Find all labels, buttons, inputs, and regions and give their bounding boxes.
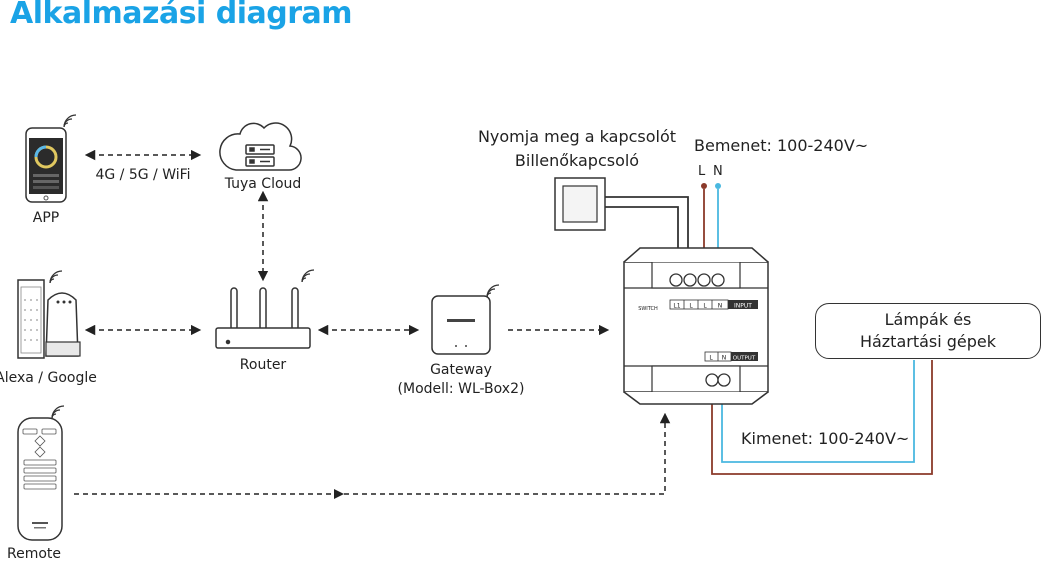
gateway-icon <box>431 295 491 355</box>
phone-wifi-icon <box>63 114 77 128</box>
app-label: APP <box>32 210 60 226</box>
gateway-model-label: (Modell: WL-Box2) <box>397 381 525 397</box>
router-wifi-icon <box>301 269 315 283</box>
cloud-icon <box>219 122 302 171</box>
module-terminal-l: L <box>689 303 693 310</box>
smart-speaker-icon <box>17 279 81 359</box>
dashed-connections <box>74 149 671 495</box>
remote-module-link <box>74 412 671 495</box>
alexa-google-label: Alexa / Google <box>0 370 97 386</box>
gateway-wifi-icon <box>486 284 500 298</box>
remote-wifi-icon <box>51 405 65 419</box>
module-out-l: L <box>709 355 713 362</box>
module-switch-tag: SWITCH <box>638 306 658 312</box>
cloud-label: Tuya Cloud <box>224 176 302 192</box>
connection-label: 4G / 5G / WiFi <box>95 167 191 183</box>
input-n-label: N <box>713 164 723 179</box>
remote-link-mid-arrow <box>334 489 344 499</box>
switch-press-label: Nyomja meg a kapcsolót <box>477 127 677 146</box>
load-box: Lámpák és Háztartási gépek <box>815 303 1041 359</box>
gateway-label: Gateway <box>430 362 492 378</box>
output-l-wire <box>711 360 933 475</box>
speaker-wifi-icon <box>49 270 63 284</box>
remote-control-icon <box>17 417 63 541</box>
switch-wires <box>605 196 689 262</box>
phone-icon <box>25 127 67 203</box>
load-label-line2: Háztartási gépek <box>859 332 997 351</box>
module-terminal-l1: L1 <box>673 303 680 310</box>
router-icon <box>215 287 311 349</box>
input-n-terminal <box>715 183 721 189</box>
input-voltage-label: Bemenet: 100-240V~ <box>694 136 869 155</box>
controller-module <box>623 247 769 405</box>
switch-type-label: Billenőkapcsoló <box>514 151 640 170</box>
rocker-switch-icon <box>554 177 606 231</box>
module-terminal-n: N <box>718 303 723 310</box>
output-n-wire <box>721 360 915 463</box>
module-out-n: N <box>722 355 727 362</box>
remote-label: Remote <box>6 546 62 562</box>
module-terminal-l: L <box>703 303 707 310</box>
load-label-line1: Lámpák és <box>884 310 972 329</box>
input-l-terminal <box>701 183 707 189</box>
output-voltage-label: Kimenet: 100-240V~ <box>741 429 910 448</box>
page-title: Alkalmazási diagram <box>10 0 353 31</box>
input-l-label: L <box>698 164 706 179</box>
module-input-tag: INPUT <box>734 303 752 310</box>
router-label: Router <box>239 357 287 373</box>
module-output-tag: OUTPUT <box>733 356 756 362</box>
